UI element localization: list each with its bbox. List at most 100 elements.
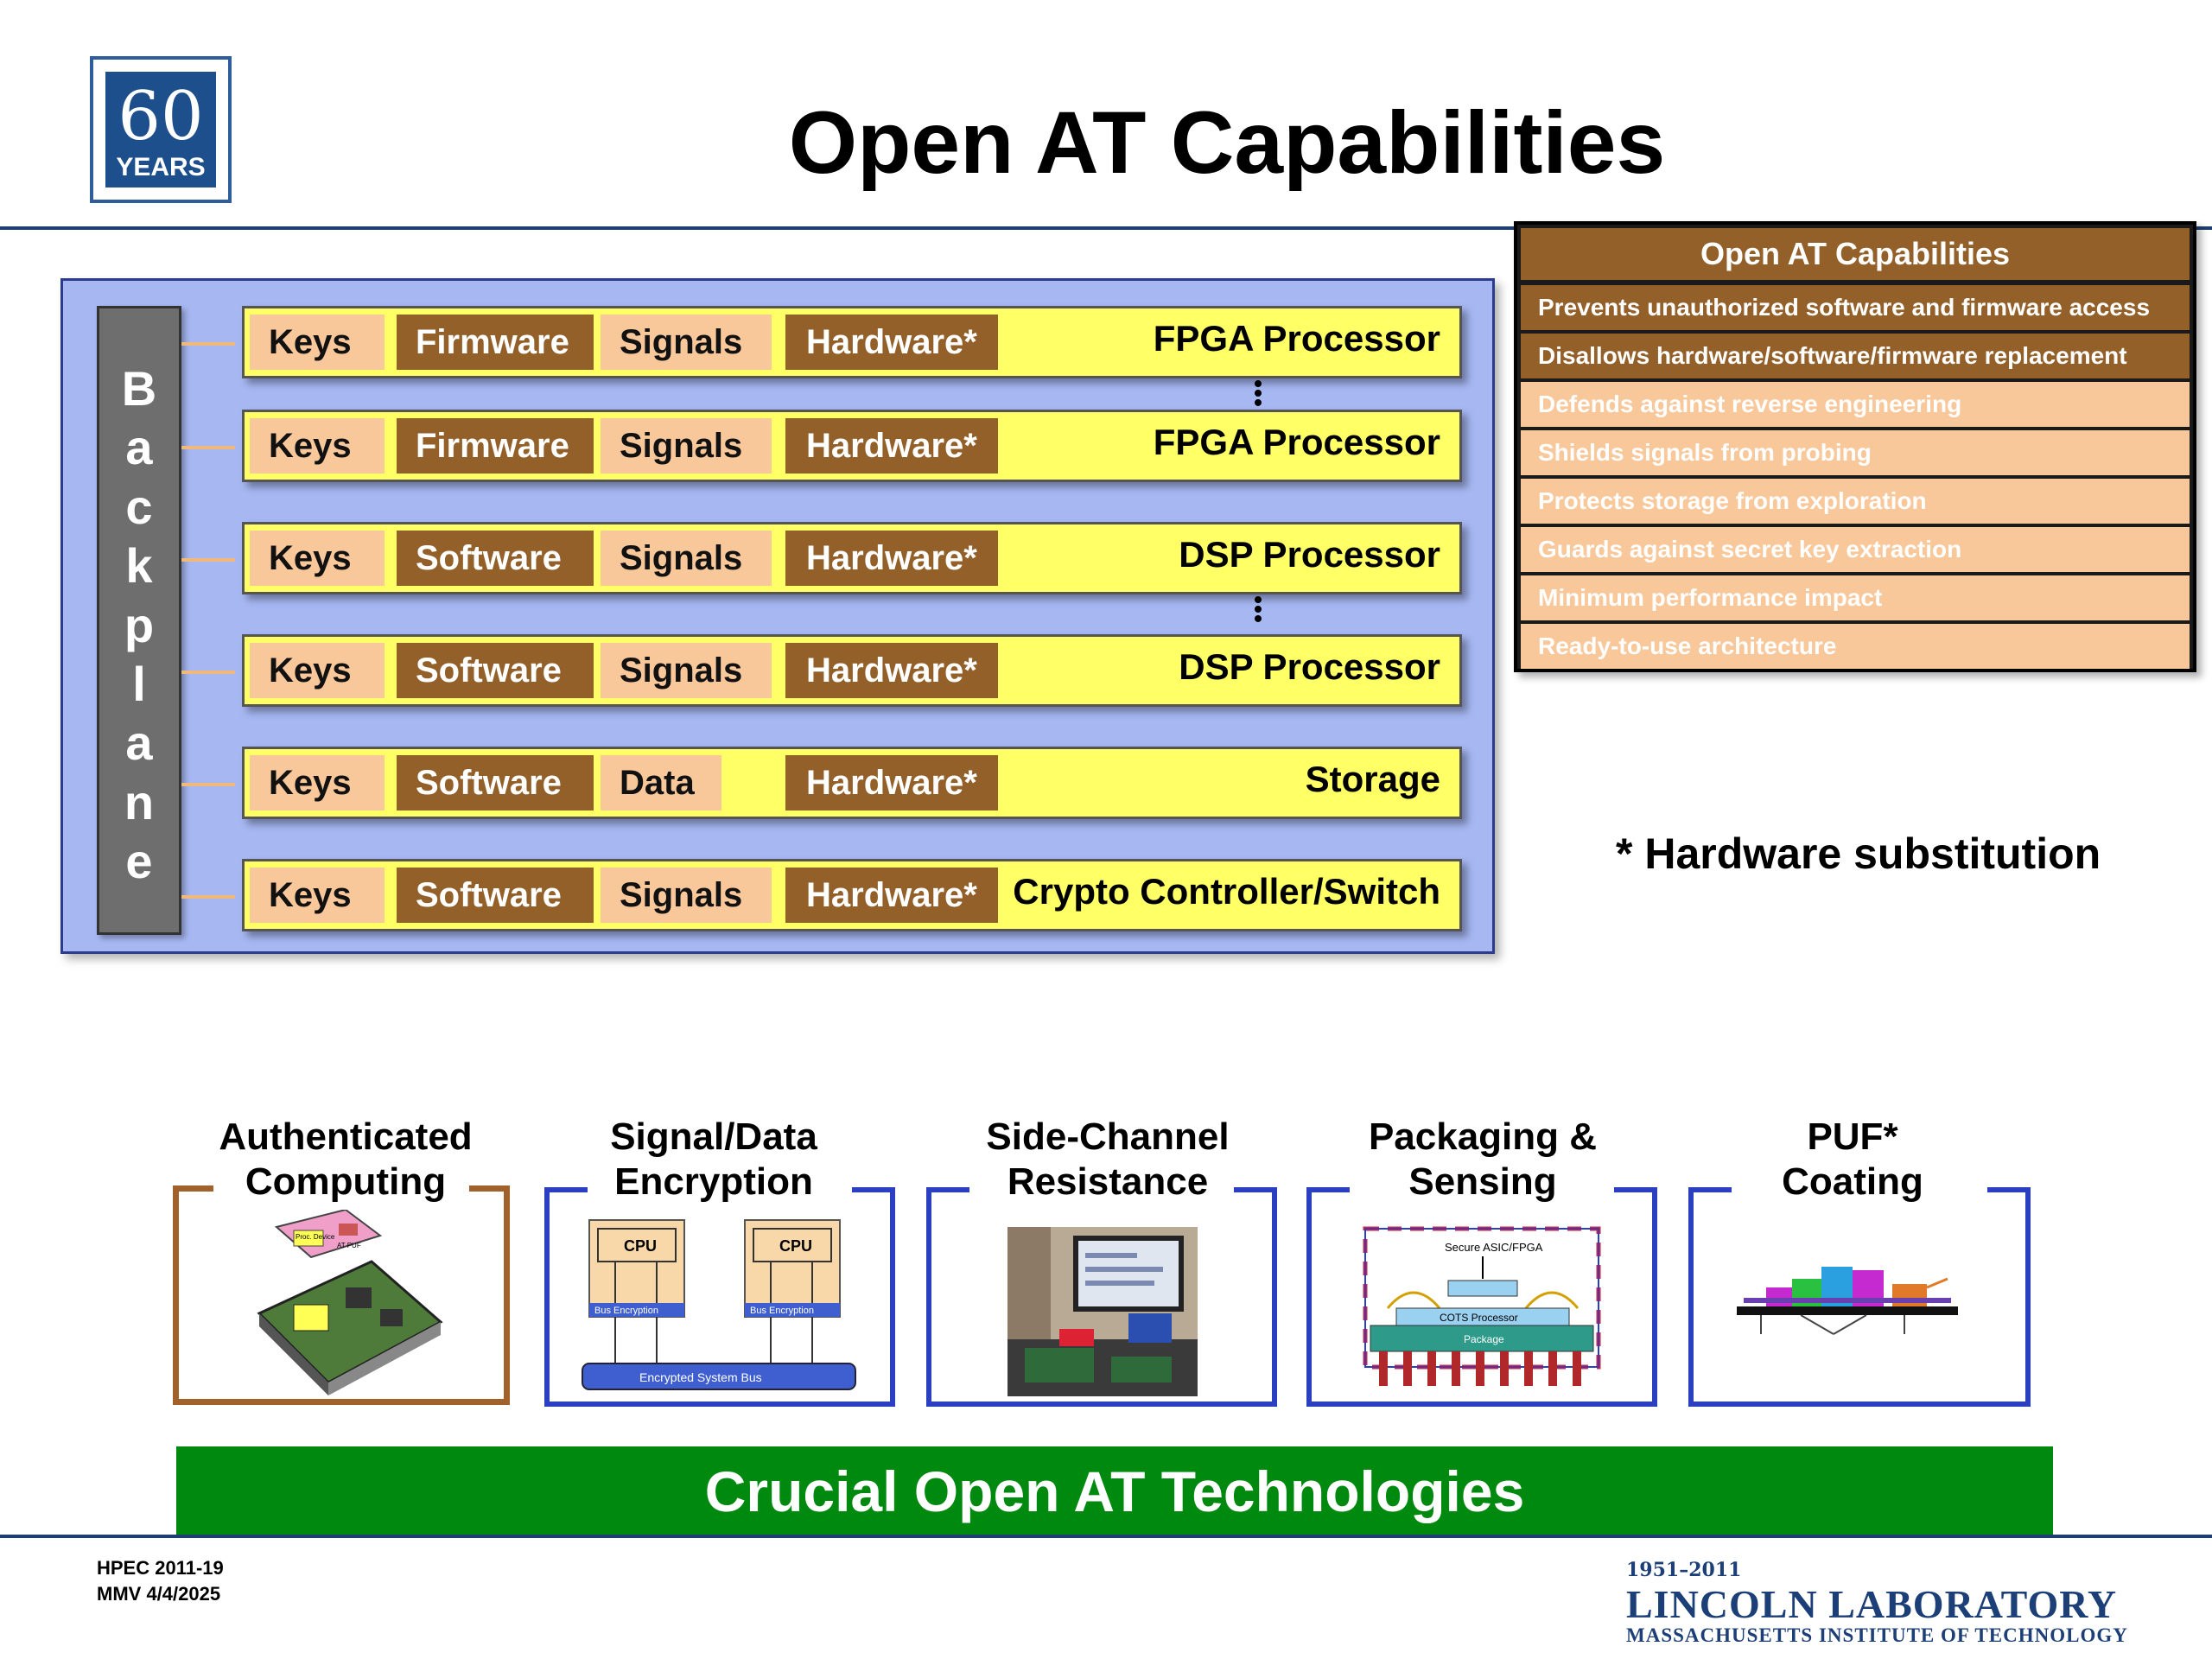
tech-bracket bbox=[173, 1185, 510, 1405]
tech-title-authenticated-computing: Authenticated Computing bbox=[181, 1115, 510, 1205]
bus-encryption-label: Bus Encryption bbox=[750, 1306, 814, 1316]
processor-label: DSP Processor bbox=[1179, 646, 1440, 687]
capability-item: Prevents unauthorized software and firmw… bbox=[1521, 285, 2190, 330]
software-cell: Software bbox=[397, 643, 594, 698]
hardware-cell: Hardware* bbox=[785, 418, 998, 474]
backplane-letter: k bbox=[125, 538, 153, 594]
tech-title-line: Side-Channel bbox=[986, 1116, 1230, 1158]
slide-title: Open AT Capabilities bbox=[788, 93, 1666, 192]
tech-title-line: Signal/Data bbox=[610, 1116, 817, 1158]
authenticated-board-image: Proc. Device AT PUF bbox=[257, 1210, 443, 1395]
hardware-cell: Hardware* bbox=[785, 643, 998, 698]
tech-title-packaging-sensing: Packaging & Sensing bbox=[1319, 1115, 1647, 1205]
processor-label: FPGA Processor bbox=[1153, 422, 1440, 462]
tech-title-line: Packaging & bbox=[1368, 1116, 1598, 1158]
tech-bracket bbox=[1306, 1187, 1657, 1407]
connector bbox=[181, 558, 235, 562]
connector bbox=[181, 895, 235, 899]
tech-bracket bbox=[926, 1187, 1277, 1407]
tech-title-line: Resistance bbox=[1007, 1160, 1209, 1203]
crucial-technologies-banner: Crucial Open AT Technologies bbox=[176, 1446, 2053, 1536]
secure-asic-label: Secure ASIC/FPGA bbox=[1445, 1241, 1543, 1254]
capability-item: Protects storage from exploration bbox=[1521, 479, 2190, 524]
footer-line-2: MMV 4/4/2025 bbox=[97, 1583, 221, 1605]
encryption-diagram: CPU Bus Encryption CPU Bus Encryption En… bbox=[582, 1219, 856, 1390]
cots-processor-label: COTS Processor bbox=[1440, 1312, 1518, 1324]
proc-device-label: Proc. Device bbox=[296, 1233, 335, 1241]
footer-line-1: HPEC 2011-19 bbox=[97, 1557, 224, 1579]
mit-name: MASSACHUSETTS INSTITUTE OF TECHNOLOGY bbox=[1626, 1624, 2128, 1646]
puf-coating-diagram bbox=[1737, 1267, 1958, 1335]
side-channel-lab-photo bbox=[1007, 1227, 1198, 1396]
signals-cell: Signals bbox=[601, 418, 772, 474]
connector bbox=[181, 671, 235, 674]
lincoln-lab-name: LINCOLN LABORATORY bbox=[1626, 1582, 2118, 1626]
software-cell: Software bbox=[397, 868, 594, 923]
footer-rule bbox=[0, 1535, 2212, 1538]
tech-bracket bbox=[544, 1187, 895, 1407]
tech-title-line: Authenticated bbox=[219, 1116, 473, 1158]
backplane-letter: a bbox=[125, 715, 153, 771]
packaging-sensing-diagram: Secure ASIC/FPGA COTS Processor Package bbox=[1363, 1226, 1601, 1386]
keys-cell: Keys bbox=[250, 755, 385, 810]
capabilities-table: Open AT Capabilities Prevents unauthoriz… bbox=[1514, 221, 2196, 672]
firmware-cell: Firmware bbox=[397, 418, 594, 474]
processor-label: DSP Processor bbox=[1179, 534, 1440, 575]
tech-title-signal-data-encryption: Signal/Data Encryption bbox=[550, 1115, 878, 1205]
processor-row: Keys Software Data Hardware* Storage bbox=[242, 747, 1462, 819]
keys-cell: Keys bbox=[250, 418, 385, 474]
hardware-cell: Hardware* bbox=[785, 531, 998, 586]
encrypted-system-bus-label: Encrypted System Bus bbox=[639, 1370, 762, 1384]
processor-row: Keys Software Signals Hardware* DSP Proc… bbox=[242, 522, 1462, 594]
processor-row: Keys Firmware Signals Hardware* FPGA Pro… bbox=[242, 306, 1462, 378]
at-puf-label: AT PUF bbox=[337, 1242, 361, 1249]
row-connector-dots bbox=[1255, 596, 1268, 622]
processor-row: Keys Firmware Signals Hardware* FPGA Pro… bbox=[242, 410, 1462, 482]
processor-label: Storage bbox=[1305, 759, 1440, 799]
cpu-label: CPU bbox=[624, 1237, 657, 1255]
package-label: Package bbox=[1464, 1333, 1504, 1345]
capability-item: Guards against secret key extraction bbox=[1521, 527, 2190, 572]
processor-label: FPGA Processor bbox=[1153, 318, 1440, 359]
hardware-substitution-note: * Hardware substitution bbox=[1616, 830, 2101, 878]
signals-cell: Signals bbox=[601, 315, 772, 370]
backplane-letter: a bbox=[125, 420, 153, 475]
keys-cell: Keys bbox=[250, 531, 385, 586]
lincoln-60-years-logo: 60 YEARS bbox=[90, 56, 232, 203]
connector bbox=[181, 446, 235, 449]
capability-item: Minimum performance impact bbox=[1521, 575, 2190, 620]
hardware-cell: Hardware* bbox=[785, 315, 998, 370]
backplane-letter: n bbox=[124, 774, 155, 830]
tech-title-line: Coating bbox=[1782, 1160, 1923, 1203]
hardware-cell: Hardware* bbox=[785, 868, 998, 923]
capability-item: Defends against reverse engineering bbox=[1521, 382, 2190, 427]
capability-item: Shields signals from probing bbox=[1521, 430, 2190, 475]
tech-title-puf-coating: PUF* Coating bbox=[1688, 1115, 2017, 1205]
backplane-letter: e bbox=[125, 834, 153, 888]
capabilities-table-header: Open AT Capabilities bbox=[1521, 228, 2190, 280]
keys-cell: Keys bbox=[250, 868, 385, 923]
backplane-letter: B bbox=[121, 361, 157, 416]
logo-years: YEARS bbox=[116, 153, 206, 181]
capability-item: Disallows hardware/software/firmware rep… bbox=[1521, 334, 2190, 378]
logo-number: 60 bbox=[118, 78, 204, 156]
tech-title-line: PUF* bbox=[1807, 1116, 1898, 1158]
tech-title-line: Computing bbox=[245, 1160, 447, 1203]
tech-bracket bbox=[1688, 1187, 2031, 1407]
bus-encryption-label: Bus Encryption bbox=[594, 1306, 658, 1316]
processor-label: Crypto Controller/Switch bbox=[1013, 871, 1440, 912]
hardware-cell: Hardware* bbox=[785, 755, 998, 810]
signals-cell: Signals bbox=[601, 643, 772, 698]
tech-title-side-channel-resistance: Side-Channel Resistance bbox=[944, 1115, 1272, 1205]
signals-cell: Signals bbox=[601, 868, 772, 923]
firmware-cell: Firmware bbox=[397, 315, 594, 370]
connector bbox=[181, 783, 235, 786]
signals-cell: Signals bbox=[601, 531, 772, 586]
keys-cell: Keys bbox=[250, 643, 385, 698]
software-cell: Software bbox=[397, 531, 594, 586]
processor-row: Keys Software Signals Hardware* Crypto C… bbox=[242, 859, 1462, 931]
software-cell: Software bbox=[397, 755, 594, 810]
tech-title-line: Encryption bbox=[614, 1160, 813, 1203]
cpu-label: CPU bbox=[779, 1237, 812, 1255]
